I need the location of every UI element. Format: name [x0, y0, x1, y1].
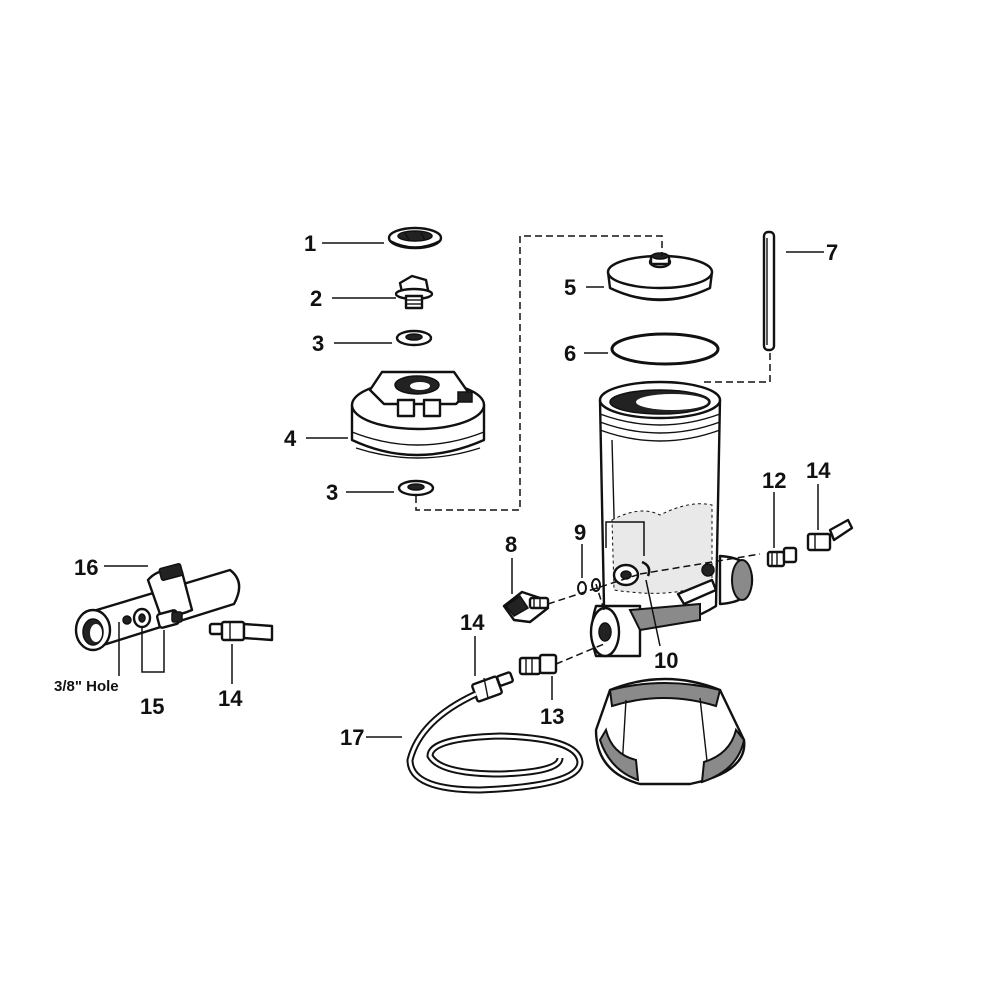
callout-6: 6	[564, 341, 576, 366]
callout-9: 9	[574, 520, 586, 545]
callout-labels: 1 2 3 4 3 5 6 7 8 9 10 12 14 13 14 16 15…	[54, 231, 838, 750]
part-7-tube	[762, 230, 776, 352]
callout-3-top: 3	[312, 331, 324, 356]
base-stand	[594, 677, 746, 786]
callout-4: 4	[284, 426, 297, 451]
part-14-nut-upper	[806, 518, 854, 552]
part-14-nut-left	[208, 620, 274, 642]
part-3-washer-bottom	[397, 479, 435, 497]
callout-16: 16	[74, 555, 98, 580]
pipe-clamp-assembly	[74, 563, 241, 652]
callout-1: 1	[304, 231, 316, 256]
callout-7: 7	[826, 240, 838, 265]
callout-12: 12	[762, 468, 786, 493]
part-6-o-ring	[610, 332, 720, 366]
part-14-nut-middle	[471, 671, 514, 703]
chlorinator-body	[589, 380, 754, 658]
callout-14-upper: 14	[806, 458, 831, 483]
callout-2: 2	[310, 286, 322, 311]
part-3-washer-top	[395, 329, 433, 347]
part-9-o-rings	[577, 560, 651, 595]
callout-8: 8	[505, 532, 517, 557]
callout-14-left: 14	[218, 686, 243, 711]
part-1-cap	[387, 226, 443, 250]
part-2-screw	[394, 274, 434, 310]
part-4-cover	[350, 370, 486, 459]
callout-15: 15	[140, 694, 164, 719]
callout-17: 17	[340, 725, 364, 750]
callout-3-bottom: 3	[326, 480, 338, 505]
part-12-fitting	[766, 546, 798, 568]
part-13-adapter	[518, 653, 558, 676]
hole-size-note: 3/8" Hole	[54, 678, 119, 695]
callout-13: 13	[540, 704, 564, 729]
part-5-lid	[606, 252, 714, 302]
callout-10: 10	[654, 648, 678, 673]
assembly-dashed-lines	[415, 235, 771, 665]
callout-14-middle: 14	[460, 610, 485, 635]
leader-lines	[104, 242, 824, 738]
part-8-valve	[502, 590, 550, 624]
callout-5: 5	[564, 275, 576, 300]
part-17-hose	[406, 690, 584, 794]
